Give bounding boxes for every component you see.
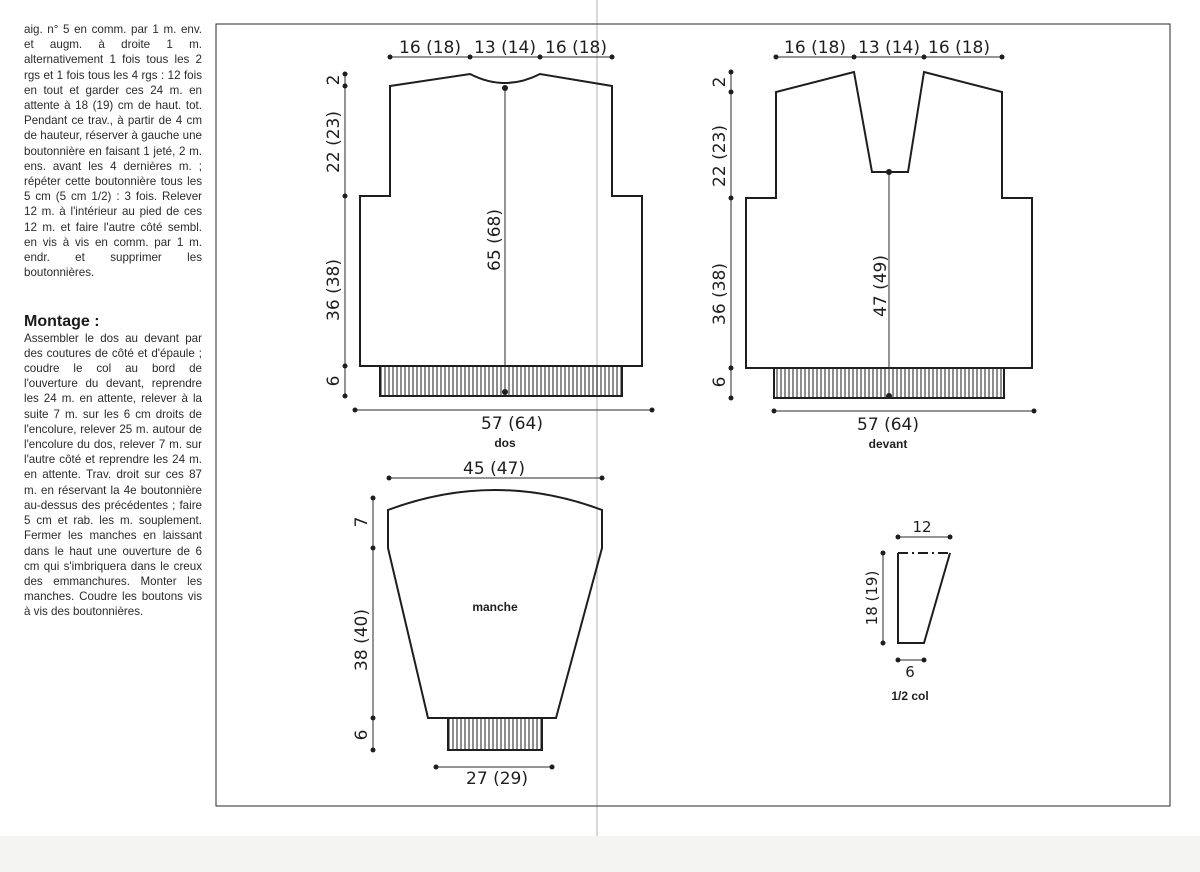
devant-top-right-dim: 16 (18) bbox=[928, 38, 990, 58]
manche-bottom-dim: 27 (29) bbox=[466, 769, 528, 789]
dos-width-dim: 57 (64) bbox=[481, 414, 543, 434]
manche-top-dim: 45 (47) bbox=[463, 459, 525, 479]
manche-cap-dim: 7 bbox=[352, 517, 372, 528]
devant-width-dim: 57 (64) bbox=[857, 415, 919, 435]
devant-rib-dim: 6 bbox=[710, 377, 730, 388]
dos-center-dim: 65 (68) bbox=[485, 209, 505, 271]
col-label: 1/2 col bbox=[891, 689, 928, 703]
devant-top-mid-dim: 13 (14) bbox=[858, 38, 920, 58]
manche-outline bbox=[387, 489, 603, 719]
devant-armhole-dim: 22 (23) bbox=[710, 125, 730, 187]
dos-ribbing bbox=[379, 365, 623, 397]
page-bottom-shade bbox=[0, 836, 1200, 872]
col-piece: 12 18 (19) 6 1/2 col bbox=[863, 518, 953, 703]
montage-title: Montage : bbox=[24, 313, 100, 331]
dos-top-right-dim: 16 (18) bbox=[545, 38, 607, 58]
devant-label: devant bbox=[869, 437, 908, 451]
devant-top-left-dim: 16 (18) bbox=[784, 38, 846, 58]
manche-piece: 45 (47) 7 38 (40) 6 manche 27 (29) bbox=[352, 459, 605, 789]
col-top-dim: 12 bbox=[912, 518, 931, 536]
dos-body-dim: 36 (38) bbox=[324, 259, 344, 321]
manche-label: manche bbox=[472, 600, 518, 614]
dos-label: dos bbox=[494, 436, 516, 450]
manche-rib-dim: 6 bbox=[352, 730, 372, 741]
devant-side-top-dim: 2 bbox=[710, 77, 730, 88]
montage-paragraph: Assembler le dos au devant par des coutu… bbox=[24, 331, 202, 619]
diagram-frame bbox=[215, 23, 1171, 807]
dos-side-top-dim: 2 bbox=[324, 75, 344, 86]
devant-piece: 16 (18) 13 (14) 16 (18) 2 22 (23) 36 (38… bbox=[710, 38, 1037, 451]
col-bottom-dim: 6 bbox=[905, 663, 915, 681]
dos-outline bbox=[359, 72, 643, 367]
devant-outline bbox=[745, 70, 1033, 369]
instructions-column: aig. n° 5 en comm. par 1 m. env. et augm… bbox=[24, 22, 202, 620]
manche-ribbing bbox=[447, 717, 543, 751]
instructions-paragraph: aig. n° 5 en comm. par 1 m. env. et augm… bbox=[24, 23, 202, 280]
dos-top-mid-dim: 13 (14) bbox=[474, 38, 536, 58]
devant-center-dim: 47 (49) bbox=[871, 255, 891, 317]
devant-body-dim: 36 (38) bbox=[710, 263, 730, 325]
dos-piece: 16 (18) 13 (14) 16 (18) 2 22 (23) 36 (38… bbox=[324, 38, 655, 450]
booklet-fold bbox=[596, 0, 598, 836]
col-outline bbox=[897, 552, 951, 644]
dos-rib-dim: 6 bbox=[324, 376, 344, 387]
col-height-dim: 18 (19) bbox=[863, 571, 881, 626]
dos-top-left-dim: 16 (18) bbox=[399, 38, 461, 58]
manche-body-dim: 38 (40) bbox=[352, 609, 372, 671]
dos-armhole-dim: 22 (23) bbox=[324, 111, 344, 173]
